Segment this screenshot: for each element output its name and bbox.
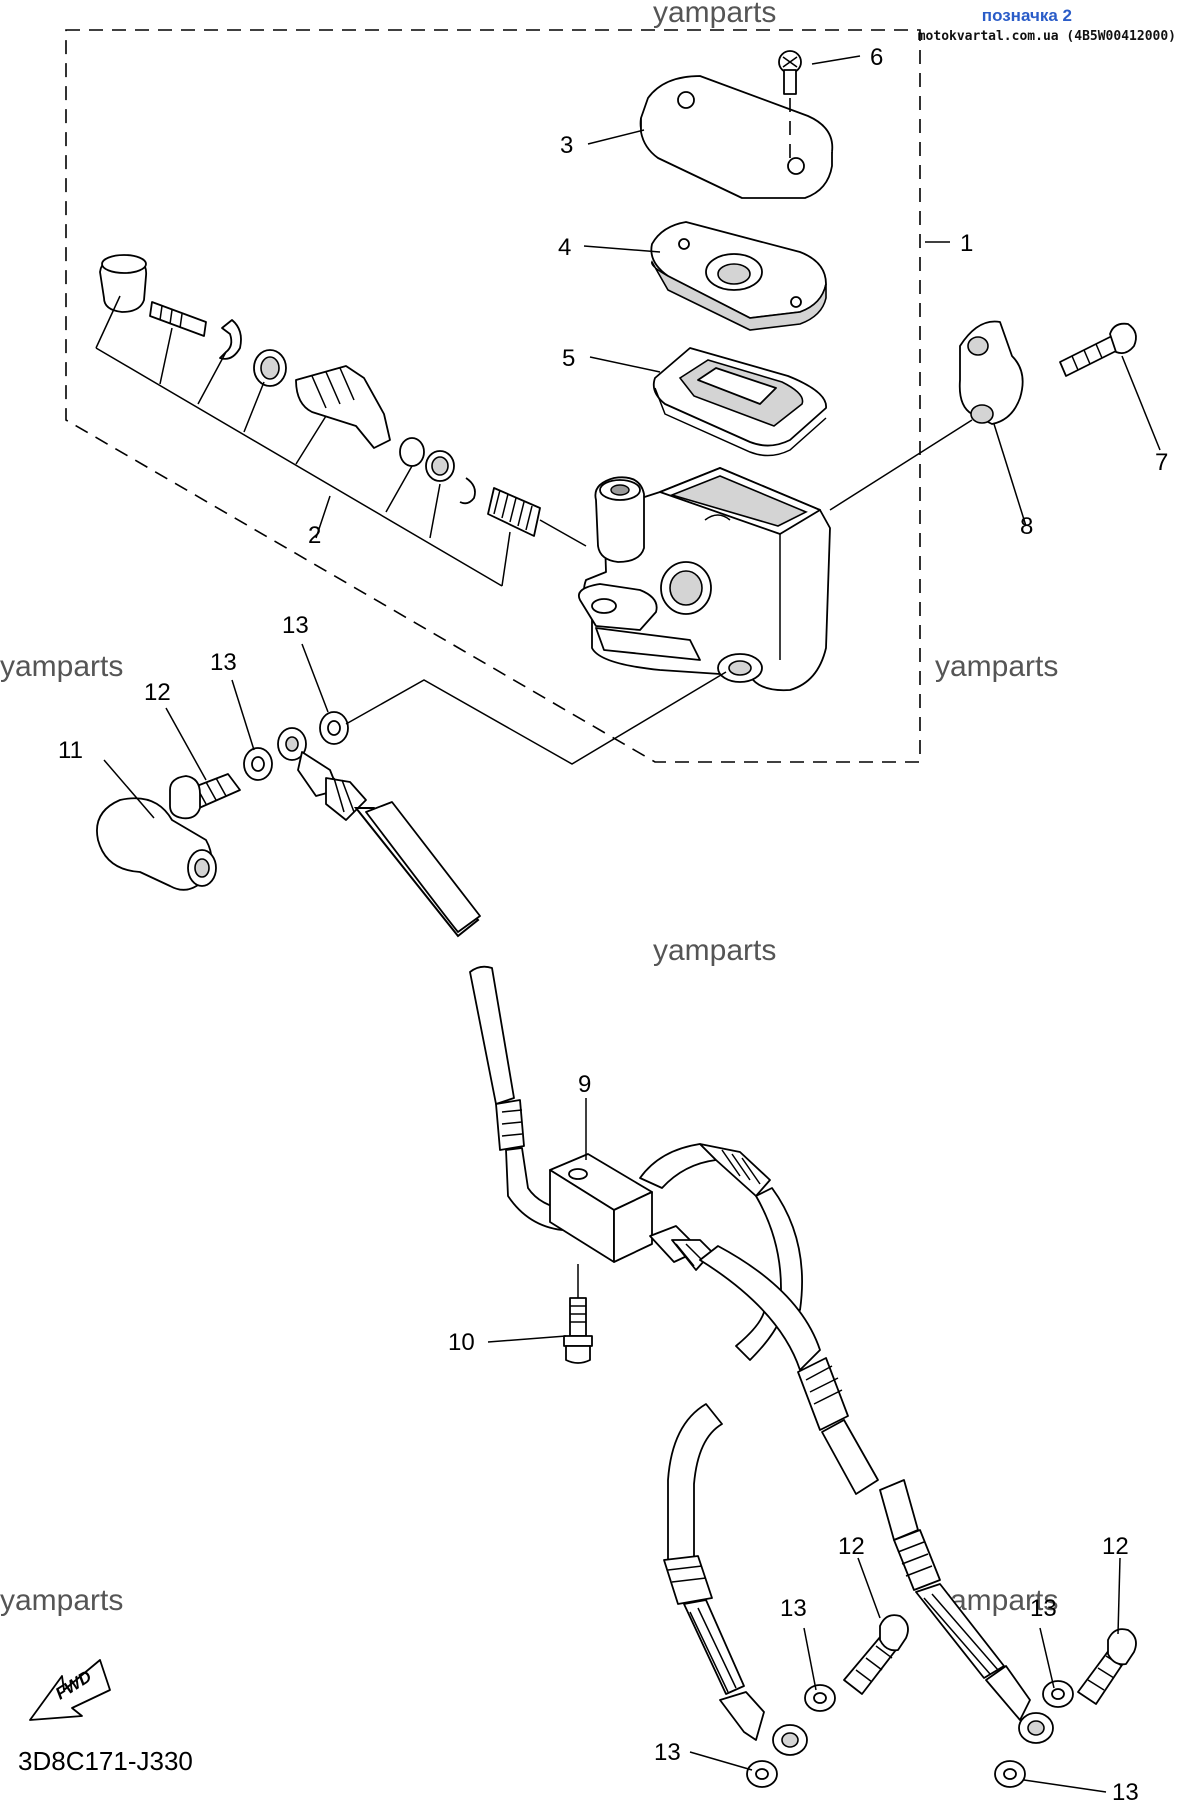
diagram-code: 3D8C171-J330 <box>18 1746 193 1776</box>
callout-10: 10 <box>448 1329 475 1356</box>
callout-leaders <box>103 55 1161 1793</box>
watermark-left-upper: yamparts <box>0 650 123 683</box>
copper-washer-upper-left <box>243 747 273 781</box>
callout-13-bottom-left: 13 <box>654 1739 681 1766</box>
watermark-top: yamparts <box>653 0 776 29</box>
reservoir-cap <box>639 75 834 199</box>
callout-12-lower-left: 12 <box>838 1533 865 1560</box>
forward-direction-arrow: FWD <box>29 1659 111 1721</box>
banjo-bolt-cover <box>96 797 217 891</box>
copper-washer-lower-4 <box>994 1760 1026 1788</box>
source-label: motokvartal.com.ua (4B5W00412000) <box>918 29 1176 44</box>
watermark-right-upper: yamparts <box>935 650 1058 683</box>
banjo-bolt-lower-left <box>843 1614 909 1695</box>
callout-7: 7 <box>1155 449 1168 476</box>
callout-12-upper: 12 <box>144 679 171 706</box>
holder-bolt <box>1059 322 1137 377</box>
brake-hose-right-caliper <box>649 1225 1054 1744</box>
master-cylinder-holder <box>829 320 1024 511</box>
copper-washer-lower-3 <box>1042 1680 1074 1708</box>
callout-13-lower-right: 13 <box>1030 1595 1057 1622</box>
copper-washer-lower-2 <box>746 1760 778 1788</box>
callout-4: 4 <box>558 234 571 261</box>
callout-6: 6 <box>870 44 883 71</box>
copper-washer-lower-1 <box>804 1684 836 1712</box>
callout-13-left: 13 <box>210 649 237 676</box>
diaphragm-plate <box>650 221 827 331</box>
callout-9: 9 <box>578 1071 591 1098</box>
callout-13-bottom-right: 13 <box>1112 1779 1139 1800</box>
hose-to-body-leader <box>345 671 727 765</box>
copper-washer-upper-right <box>319 711 349 745</box>
callout-3: 3 <box>560 132 573 159</box>
callout-13-top: 13 <box>282 612 309 639</box>
cap-screw <box>778 50 802 160</box>
diaphragm <box>652 347 827 457</box>
brake-hose-joint <box>549 1153 653 1300</box>
bookmark-label: позначка 2 <box>982 6 1072 25</box>
callout-12-lower-right: 12 <box>1102 1533 1129 1560</box>
watermark-left-lower: yamparts <box>0 1584 123 1617</box>
banjo-bolt-lower-right <box>1077 1628 1137 1705</box>
joint-bolt <box>563 1297 593 1364</box>
upper-brake-hose <box>277 727 569 1231</box>
brake-hose-left-caliper <box>639 1143 808 1756</box>
master-cylinder-body <box>578 467 831 692</box>
callout-1: 1 <box>960 230 973 257</box>
callout-2: 2 <box>308 522 321 549</box>
piston-kit <box>95 254 587 587</box>
callout-5: 5 <box>562 345 575 372</box>
banjo-bolt-upper <box>169 773 241 820</box>
callout-8: 8 <box>1020 513 1033 540</box>
callout-13-lower-left: 13 <box>780 1595 807 1622</box>
watermark-center: yamparts <box>653 934 776 967</box>
callout-11: 11 <box>58 737 83 764</box>
